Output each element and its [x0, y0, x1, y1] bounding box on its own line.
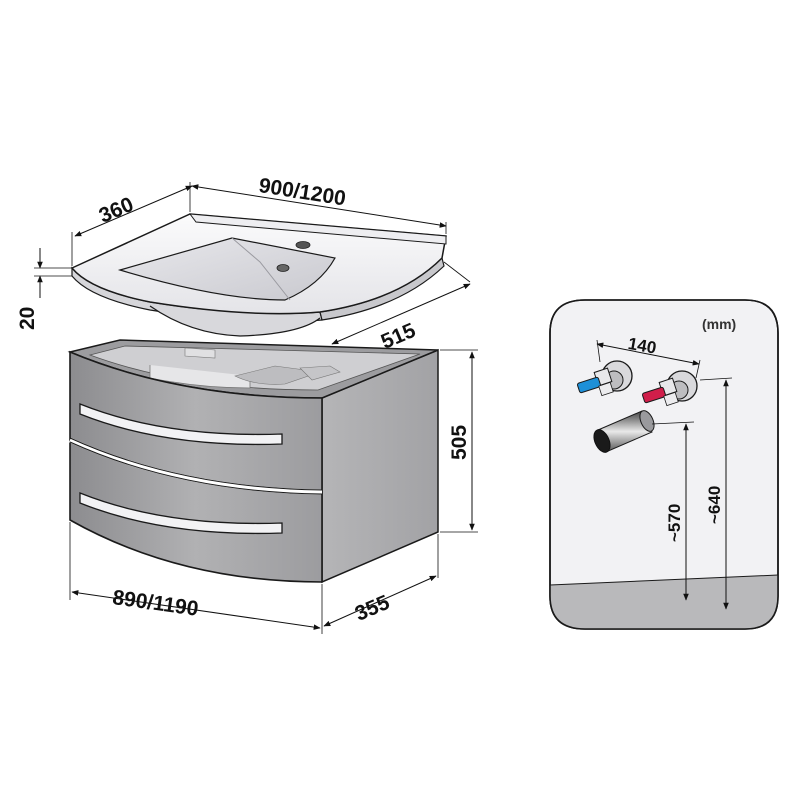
dim-tap-height: ~640 [705, 486, 724, 524]
dim-cabinet-depth: 355 [352, 591, 394, 626]
connection-detail-panel: (mm) 140 ~570 [549, 299, 779, 630]
dim-basin-thickness: 20 [16, 307, 39, 330]
tap-hole [295, 241, 311, 249]
dim-cabinet-width: 890/1190 [111, 586, 200, 621]
detail-units: (mm) [702, 316, 736, 332]
detail-floor [550, 575, 778, 629]
drain-pipe [593, 410, 655, 453]
lower-drawer-handle [79, 492, 283, 535]
dim-cabinet-height: 505 [448, 425, 471, 460]
hot-water-valve [642, 370, 698, 407]
cabinet [67, 339, 439, 584]
dimension-lines [34, 182, 478, 634]
dim-basin-depth: 360 [96, 193, 137, 228]
washbasin [70, 213, 447, 337]
drain-hole [276, 264, 290, 272]
dim-basin-width: 900/1200 [257, 174, 347, 210]
dim-drain-height: ~570 [665, 504, 684, 542]
dim-tap-spacing: 140 [627, 334, 658, 358]
cold-water-valve [577, 360, 633, 397]
upper-drawer-handle [79, 403, 283, 446]
basin-bowl [117, 237, 336, 301]
drawer-gap [68, 437, 323, 495]
